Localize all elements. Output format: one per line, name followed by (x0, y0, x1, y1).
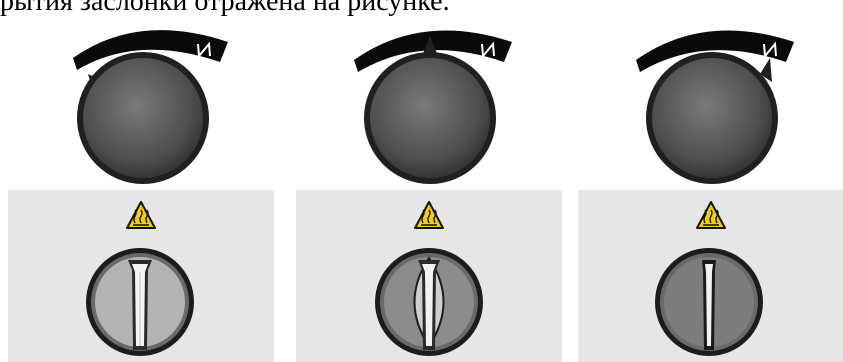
knob-face (83, 58, 203, 178)
damper-panel-half-open (296, 190, 562, 362)
page-caption: рытия заслонки отражена на рисунке. (0, 0, 843, 18)
knob-face (370, 58, 490, 178)
damper-dial (86, 248, 194, 356)
hot-surface-warning-icon (415, 202, 443, 228)
knob-left-position (58, 18, 238, 188)
hot-surface-warning-icon (127, 202, 155, 228)
damper-dial (375, 248, 483, 356)
knob-face (652, 58, 772, 178)
knob-center-position (342, 18, 522, 188)
damper-dial (655, 248, 763, 356)
damper-panel-open (8, 190, 274, 362)
hot-surface-warning-icon (697, 202, 725, 228)
damper-panel-closed (578, 190, 843, 362)
knob-right-position (624, 18, 804, 188)
